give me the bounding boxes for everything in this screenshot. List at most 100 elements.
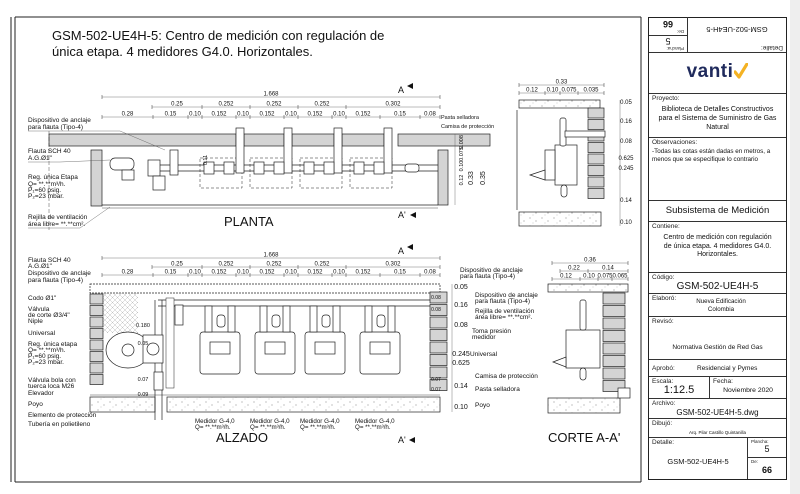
label-vent-area: área libre= **.**cm². [475,314,532,321]
approved-by-value: Residencial y Pymes [697,365,758,372]
section-view-title: CORTE A-A' [548,430,620,445]
label-regulator: Reg. única etapa [28,341,78,348]
plan-view [48,125,491,230]
dimension-label: 0.05 [454,284,468,291]
plan-right-wall [437,149,449,206]
logo-text: vanti [686,61,734,82]
dimension-label: 1.668 [263,92,279,98]
drawing-title-line1: GSM-502-UE4H-5: Centro de medición con r… [52,28,384,43]
brick [429,304,448,316]
contains-row: Contiene: Centro de medición con regulac… [649,222,786,273]
label-regulator-p1: P₁=60 psig. [28,187,61,194]
sheet-number: 5 [764,444,770,454]
dimension-label: 0.16 [620,119,632,125]
dimension-label: 0.180 [136,323,150,329]
vanti-logo: vanti [649,61,786,83]
dimension-label: 0.08 [454,322,468,329]
dimension-label: 0.152 [211,270,227,276]
of-label: De: [751,459,759,464]
label-anchor-device-type: para flauta (Tipo-4) [475,298,530,305]
meter-label: Medidor G-4,0 [250,418,290,425]
dimension-label: 0.28 [122,112,134,118]
brick [587,153,605,165]
label-union: Universal [28,330,56,337]
label-ball-valve-nut: tuerca loca M26 [28,383,75,390]
file-name: GSM-502-UE4H-5.dwg [676,408,759,417]
dimension-label: 0.12 [560,274,572,280]
dimension-label: 0.075 [597,274,613,280]
reviewed-by-label: Revisó: [652,318,674,325]
sheet-label: Plancha: [751,439,769,444]
observations-row: Observaciones: -Todas las cotas están da… [649,138,786,201]
elevation-view [89,283,448,420]
dimension-label: 0.075 [459,147,465,161]
drawn-by-value: Arq. Pilar Castillo Quintanilla [688,430,747,435]
brick [602,292,626,305]
label-elbow: Codo Ø1" [28,295,57,302]
logo-row: vanti [649,53,786,94]
detail-code: GSM-502-UE4H-5 [706,25,768,34]
dimension-label: 0.625 [618,156,634,162]
dimension-label: 0.075 [561,88,577,94]
label-flute-size: A.G.Ø1" [28,263,53,270]
dimension-label: 0.152 [259,112,275,118]
brick [89,328,104,339]
dimension-label: 0.25 [171,102,183,108]
dimension-label: 0.10 [333,270,345,276]
meter-label: Medidor G-4,0 [300,418,340,425]
label-vent-grille: Rejilla de ventilación [28,214,88,221]
meter-label: Medidor G-4,0 [355,418,395,425]
plan-regulator [109,157,135,171]
brick [602,355,626,367]
label-pressure-tap: Toma presión [472,328,511,335]
label-valve-size: de corte Ø3/4" [28,312,70,319]
dimension-label: 0.07 [431,377,441,383]
dimension-label: 0.05 [138,341,149,347]
title-block: Detalle: GSM-502-UE4H-5 Plancha: 5 De: 6… [648,17,787,480]
brick [587,176,605,188]
label-vent-grille: Rejilla de ventilación [475,308,535,315]
brick [429,291,448,304]
dimension-label: 0.152 [211,112,227,118]
code-row: Código: GSM-502-UE4H-5 [649,273,786,294]
dimension-label: 0.152 [259,270,275,276]
file-row: Archivo: GSM-502-UE4H-5.dwg [649,399,786,419]
approved-by-row: Aprobó: Residencial y Pymes [649,360,786,377]
brick [587,119,605,130]
dimension-label: 0.33 [556,80,568,86]
dimension-label: 0.035 [583,88,599,94]
detail-row: Detalle: GSM-502-UE4H-5 Plancha: 5 De: 6… [649,438,786,479]
elevation-labels-left: Flauta SCH 40 A.G.Ø1" Dispositivo de anc… [28,257,97,428]
gas-meter [304,305,346,375]
reviewed-by-row: Revisó: Normativa Gestión de Red Gas [649,317,786,360]
label-regulator-p1: P₁=60 psig. [28,353,61,360]
brick [602,367,626,380]
prepared-by-label: Elaboró: [652,295,677,302]
label-flute: Flauta SCH 40 [28,257,71,264]
drawing-title-line2: única etapa. 4 medidores G4.0. Horizonta… [52,44,313,59]
label-base: Poyo [475,402,490,409]
dimension-label: 0.252 [314,102,330,108]
drawn-by-row: Dibujó: Arq. Pilar Castillo Quintanilla [649,419,786,438]
dimension-label: 0.14 [454,383,468,390]
dimension-label: 0.152 [355,112,371,118]
label-regulator: Reg. única Etapa [28,174,78,181]
brick [89,339,104,351]
dimension-label: 0.22 [568,266,580,272]
dimension-label: 0.09 [138,392,149,398]
dimension-label: 0.12 [526,88,538,94]
label-anchor-device: Dispositivo de anclaje [475,292,538,299]
subsystem-row: Subsistema de Medición [649,201,786,222]
dimension-label: 0.302 [385,262,401,268]
sheet-total: 66 [663,19,674,29]
dimension-label: 0.05 [620,100,632,106]
plan-labels: Dispositivo de anclaje para flauta (Tipo… [28,115,494,228]
label-sealant: Pasta selladora [441,115,480,121]
label-sealant: Pasta selladora [475,386,520,393]
dimension-label: 0.252 [266,262,282,268]
label-regulator-flow: Q= **.**m³/h. [28,347,66,354]
drawn-by-label: Dibujó: [652,420,673,427]
contains-text: Centro de medición con regulación de úni… [663,234,772,258]
brick [429,354,448,366]
label-pressure-tap-meter: medidor [472,334,496,341]
